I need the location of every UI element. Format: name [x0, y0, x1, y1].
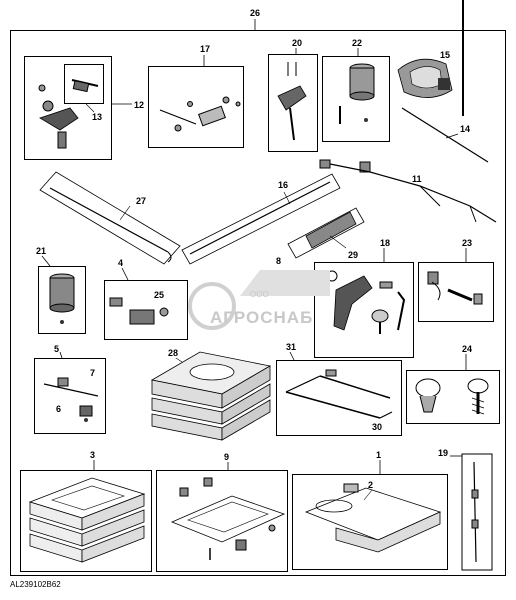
label-14: 14 [460, 124, 471, 134]
label-13: 13 [92, 112, 103, 122]
label-5: 5 [54, 344, 60, 354]
label-15: 15 [440, 50, 451, 60]
reference-code: AL239102B62 [10, 580, 61, 589]
label-25: 25 [154, 290, 165, 300]
label-12: 12 [134, 100, 145, 110]
label-17: 17 [200, 44, 211, 54]
label-31: 31 [286, 342, 297, 352]
assembly-frame [10, 30, 506, 576]
label-21: 21 [36, 246, 47, 256]
label-7: 7 [90, 368, 96, 378]
box-part-5 [34, 358, 106, 434]
label-4: 4 [118, 258, 124, 268]
label-26: 26 [250, 8, 261, 18]
label-29: 29 [348, 250, 359, 260]
label-8: 8 [276, 256, 282, 266]
label-2: 2 [368, 480, 374, 490]
label-24: 24 [462, 344, 473, 354]
label-16: 16 [278, 180, 289, 190]
label-22: 22 [352, 38, 363, 48]
label-27: 27 [136, 196, 147, 206]
label-30: 30 [372, 422, 383, 432]
watermark-company: АГРОСНАБ [210, 308, 314, 327]
label-11: 11 [412, 174, 422, 184]
label-6: 6 [56, 404, 62, 414]
label-18: 18 [380, 238, 391, 248]
label-9: 9 [224, 452, 230, 462]
label-3: 3 [90, 450, 96, 460]
label-1: 1 [376, 450, 382, 460]
box-part-17 [148, 66, 244, 148]
label-19: 19 [438, 448, 449, 458]
label-20: 20 [292, 38, 303, 48]
label-23: 23 [462, 238, 473, 248]
label-28: 28 [168, 348, 179, 358]
box-part-19 [462, 0, 464, 116]
box-part-31 [276, 360, 402, 436]
watermark-prefix: ООО [250, 290, 269, 299]
